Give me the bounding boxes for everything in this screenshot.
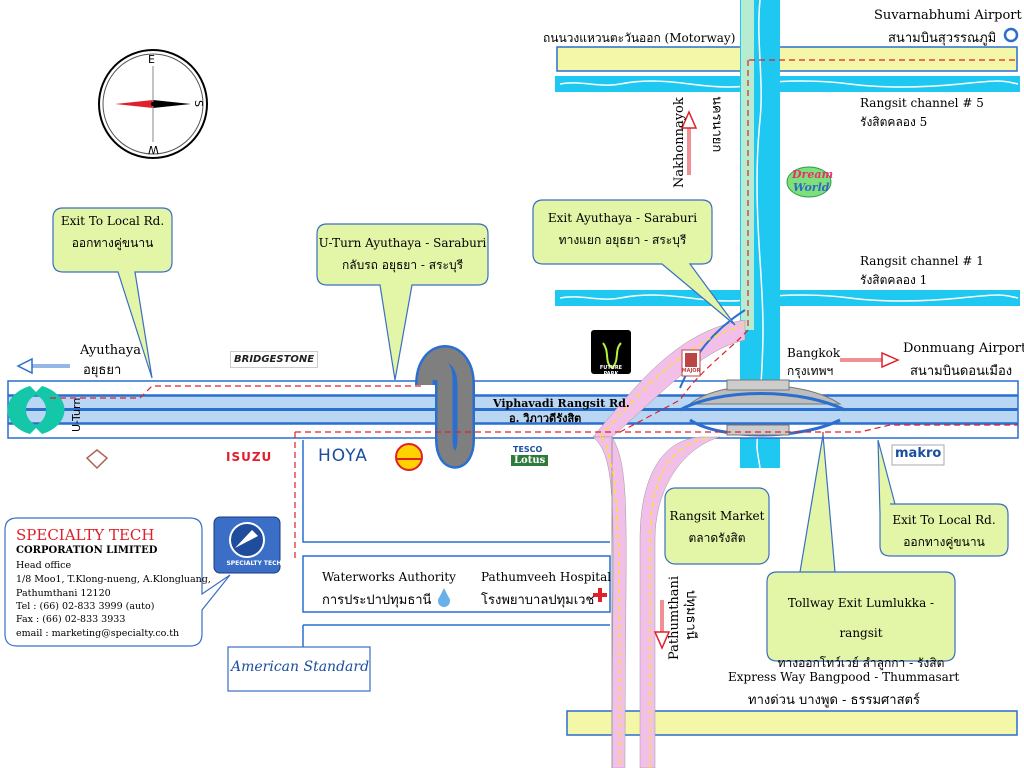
ayuthaya-en: Ayuthaya (80, 343, 142, 358)
callout-exit-ayuthaya (532, 199, 736, 326)
compass-w: W (148, 143, 159, 156)
bridgestone-logo: BRIDGESTONE (230, 351, 319, 368)
callout-tollway-en: Tollway Exit Lumlukka - rangsit (787, 596, 935, 640)
ramp-pink (592, 319, 746, 438)
shell-logo (395, 443, 423, 471)
makro-logo-text: makro (895, 446, 942, 461)
pathumthani-en: Pathumthani (667, 575, 682, 660)
bangkok-en: Bangkok (787, 346, 841, 360)
waterworks-en: Waterworks Authority (322, 570, 456, 584)
expressway-en: Express Way Bangpood - Thummasart (728, 670, 960, 684)
compass-s: S (191, 100, 205, 107)
american-standard-box (227, 646, 371, 692)
nakhonnayok-th: นครนายก (709, 96, 724, 153)
airport-icon (1003, 27, 1019, 43)
specialty-logo-text: SPECIALTY TECH (226, 560, 282, 567)
company-office: Head office (16, 560, 72, 571)
motorway-label: ถนนวงแหวนตะวันออก (Motorway) (543, 31, 736, 45)
company-fax: Fax : (66) 02-833 3933 (16, 614, 126, 625)
company-subtitle: CORPORATION LIMITED (16, 545, 158, 556)
suvarnabhumi-th: สนามบินสุวรรณภูมิ (888, 31, 997, 46)
company-name: SPECIALTY TECH (16, 526, 155, 544)
callout-uturn (316, 223, 489, 381)
channel5-th: รังสิตคลอง 5 (860, 115, 928, 129)
channel1-en: Rangsit channel # 1 (860, 254, 984, 268)
lotus-logo: Lotus (511, 455, 549, 466)
callout-exit-ayuthaya-text: Exit Ayuthaya - Saraburi ทางแยก อยุธยา -… (533, 207, 712, 251)
callout-tollway-th: ทางออกโทว์เวย์ ลำลูกกา - รังสิต (777, 656, 945, 670)
callout-tollway (766, 434, 956, 662)
hospital-cross-icon (593, 588, 607, 602)
bangkok-th: กรุงเทพฯ (787, 364, 834, 378)
expressway-road (566, 710, 1018, 736)
callout-exit-local-right-text: Exit To Local Rd. ออกทางคู่ขนาน (880, 509, 1008, 553)
emblem-logo (85, 449, 109, 470)
donmuang-en: Donmuang Airport (903, 341, 1024, 356)
waterworks-th: การประปาปทุมธานี (322, 593, 432, 608)
compass-icon (98, 49, 208, 159)
callout-rangsit-market-text: Rangsit Market ตลาดรังสิต (665, 505, 769, 549)
hospital-en: Pathumveeh Hospital (481, 570, 612, 584)
isuzu-logo: ISUZU (226, 450, 273, 464)
hoya-logo: HOYA (318, 446, 368, 466)
uturn-left-arc (7, 386, 38, 434)
company-address1: 1/8 Moo1, T.Klong-nueng, A.Klongluang, (16, 574, 211, 585)
channel1-th: รังสิตคลอง 1 (860, 273, 928, 287)
futurepark-text: FUTURE PARK (599, 365, 623, 377)
arrow-nakhonnayok (680, 110, 698, 175)
company-email: email : marketing@specialty.co.th (16, 628, 180, 639)
dreamworld-logo (786, 166, 832, 198)
motorway-road (556, 46, 1018, 72)
company-address2: Pathumthani 12120 (16, 588, 111, 599)
callout-tollway-text: Tollway Exit Lumlukka - rangsit ทางออกโท… (767, 588, 955, 678)
callout-rangsit-market-th: ตลาดรังสิต (688, 531, 746, 545)
main-road-th: อ. วิภาวดีรังสิต (509, 412, 582, 425)
callout-exit-local-left-en: Exit To Local Rd. (60, 214, 165, 228)
channel5-en: Rangsit channel # 5 (860, 96, 984, 110)
company-tel: Tel : (66) 02-833 3999 (auto) (16, 601, 155, 612)
callout-uturn-th: กลับรถ อยุธยา - สระบุรี (341, 258, 464, 272)
futurepark-logo (591, 330, 631, 374)
callout-uturn-text: U-Turn Ayuthaya - Saraburi กลับรถ อยุธยา… (317, 232, 488, 276)
expressway-th: ทางด่วน บางพูด - ธรรมศาสตร์ (748, 693, 920, 708)
callout-rangsit-market (664, 487, 770, 565)
american-standard-logo: American Standard (231, 659, 370, 675)
ayuthaya-th: อยุธยา (83, 363, 122, 378)
callout-exit-local-left (52, 207, 173, 379)
canal-1 (555, 290, 1020, 306)
donmuang-th: สนามบินดอนเมือง (910, 364, 1013, 379)
callout-rangsit-market-en: Rangsit Market (669, 509, 765, 523)
canal-5 (555, 76, 1020, 92)
uturn-road-label: U-Turn (70, 397, 83, 432)
makro-logo (891, 444, 945, 466)
suvarnabhumi-en: Suvarnabhumi Airport (874, 8, 1022, 23)
pathumthani-th: ปทุมธานี (683, 590, 698, 640)
callout-exit-local-right (877, 439, 1009, 557)
arrow-donmuang (840, 351, 900, 369)
major-text: MAJOR (681, 368, 701, 374)
arrow-pathumthani (653, 600, 671, 650)
callout-exit-ayuthaya-en: Exit Ayuthaya - Saraburi (547, 211, 698, 225)
callout-uturn-en: U-Turn Ayuthaya - Saraburi (318, 236, 487, 250)
uturn-right-arc (34, 386, 65, 434)
local-road-top (7, 380, 1019, 396)
callout-exit-ayuthaya-th: ทางแยก อยุธยา - สระบุรี (558, 233, 687, 247)
callout-exit-local-right-th: ออกทางคู่ขนาน (903, 535, 985, 549)
compass-e: E (148, 53, 155, 66)
callout-exit-local-right-en: Exit To Local Rd. (892, 513, 996, 527)
hospital-th: โรงพยาบาลปทุมเวช (481, 593, 595, 608)
callout-exit-local-left-text: Exit To Local Rd. ออกทางคู่ขนาน (53, 210, 172, 254)
company-box (4, 517, 231, 647)
route-dashed (50, 385, 425, 399)
arrow-ayuthaya (16, 357, 70, 375)
dreamworld-text-2: World (793, 181, 830, 194)
nakhonnayok-en: Nakhonnayok (672, 97, 687, 188)
dreamworld-text-1: Dream (792, 168, 834, 181)
main-road-en: Viphavadi Rangsit Rd. (493, 397, 630, 410)
callout-exit-local-left-th: ออกทางคู่ขนาน (71, 236, 154, 250)
tesco-logo: TESCO (513, 445, 543, 454)
